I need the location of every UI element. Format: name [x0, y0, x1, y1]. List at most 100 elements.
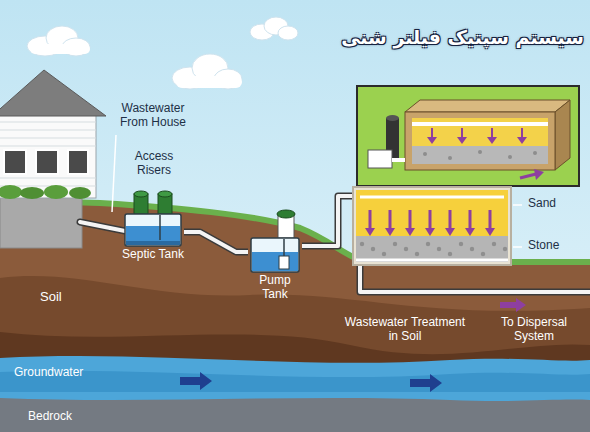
scene-shape — [4, 150, 26, 174]
scene-shape — [478, 150, 482, 154]
scene-shape — [44, 185, 68, 199]
pipe-connector — [302, 196, 352, 246]
callout-label: Access Risers — [122, 150, 186, 178]
flow-arrow — [180, 372, 212, 390]
scene-shape — [426, 242, 430, 246]
scene-shape — [353, 187, 511, 265]
process-label: Wastewater Treatment in Soil — [340, 316, 470, 344]
scene-shape — [415, 252, 419, 256]
pipe-outline — [184, 232, 248, 252]
pipe-fill — [184, 232, 248, 252]
scene-shape — [429, 210, 432, 230]
scene-shape — [492, 242, 496, 246]
scene-shape — [0, 276, 590, 432]
scene-shape — [0, 398, 590, 432]
pipe-fill — [302, 196, 352, 246]
tank-label: Pump Tank — [248, 274, 302, 302]
scene-shape — [448, 156, 452, 160]
tank-label: Septic Tank — [122, 248, 184, 262]
scene-shape — [279, 256, 289, 269]
scene-shape — [30, 44, 90, 54]
process-label: To Dispersal System — [486, 316, 582, 344]
scene-shape — [412, 146, 548, 164]
scene-shape — [360, 266, 590, 292]
scene-shape — [459, 242, 463, 246]
scene-shape — [491, 128, 493, 138]
scene-shape — [0, 146, 96, 147]
scene-shape — [80, 222, 125, 231]
scene-shape — [521, 128, 523, 138]
scene-shape — [412, 118, 548, 146]
sand-filter-art — [352, 186, 512, 266]
scene-shape — [412, 122, 548, 126]
scene-shape — [513, 204, 522, 206]
scene-shape — [278, 26, 298, 40]
scene-shape — [0, 138, 96, 139]
flow-arrow — [410, 374, 442, 392]
scene-shape — [533, 151, 537, 155]
scene-shape — [0, 371, 590, 392]
scene-shape — [0, 185, 22, 199]
scene-shape — [352, 186, 512, 266]
scene-shape — [69, 187, 91, 199]
scene-shape — [508, 155, 512, 159]
scene-shape — [360, 266, 590, 292]
pump-riser — [277, 210, 295, 238]
pump-tank-art — [248, 236, 302, 274]
scene-shape — [0, 130, 96, 131]
scene-shape — [465, 228, 475, 236]
scene-shape — [68, 150, 88, 174]
scene-shape — [534, 169, 544, 180]
scene-shape — [382, 252, 386, 256]
scene-shape — [248, 236, 302, 274]
scene-shape — [431, 128, 433, 138]
scene-shape — [555, 100, 570, 170]
scene-shape — [392, 158, 405, 162]
scene-shape — [427, 128, 527, 144]
scene-shape — [389, 210, 392, 230]
scene-shape — [80, 222, 125, 231]
scene-shape — [126, 241, 180, 245]
scene-shape — [371, 247, 375, 251]
scene-shape — [423, 152, 427, 156]
scene-shape — [487, 137, 497, 144]
scene-shape — [277, 210, 295, 218]
pipe-outline — [302, 196, 352, 246]
cloud — [172, 54, 242, 89]
leader-line — [112, 135, 116, 212]
scene-shape — [0, 70, 106, 116]
scene-shape — [365, 228, 375, 236]
scene-shape — [0, 178, 96, 179]
scene-shape — [0, 122, 96, 186]
scene-shape — [360, 242, 364, 246]
scene-shape — [356, 236, 508, 262]
scene-shape — [386, 115, 399, 121]
pump-tank: Pump Tank — [248, 236, 302, 302]
inset-panel — [357, 86, 579, 186]
scene-shape — [449, 210, 452, 230]
scene-shape — [469, 210, 472, 230]
scene-shape — [126, 226, 180, 245]
scene-shape — [517, 137, 527, 144]
scene-shape — [122, 212, 184, 248]
cloud — [250, 17, 298, 40]
scene-shape — [481, 252, 485, 256]
septic-tank: Septic Tank — [122, 212, 184, 262]
scene-shape — [36, 150, 58, 174]
scene-shape — [405, 112, 555, 170]
layer-label: Soil — [40, 290, 100, 305]
scene-shape — [393, 242, 397, 246]
access-riser — [134, 191, 172, 214]
scene-shape — [252, 252, 298, 271]
layer-label: Groundwater — [14, 366, 124, 380]
scene-shape — [437, 247, 441, 251]
scene-shape — [409, 210, 412, 230]
scene-shape — [448, 252, 452, 256]
scene-shape — [457, 137, 467, 144]
scene-shape — [385, 228, 395, 236]
scene-shape — [405, 228, 415, 236]
scene-shape — [485, 228, 495, 236]
scene-shape — [513, 246, 522, 248]
